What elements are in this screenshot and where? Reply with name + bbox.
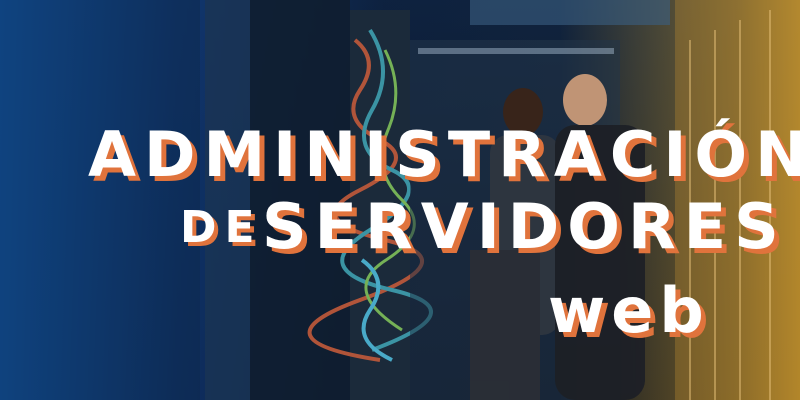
title-word-web: web: [548, 274, 710, 347]
ceiling-lights: [470, 0, 670, 25]
right-rack-lines: [689, 10, 771, 400]
left-server-rack: [0, 0, 200, 400]
technicians: [470, 74, 645, 400]
right-server-racks: [675, 0, 800, 400]
title-word-de: DE: [180, 202, 263, 253]
rack-door: [205, 0, 250, 400]
rack-frame: [250, 0, 350, 400]
title-line-administracion: ADMINISTRACIÓN: [88, 118, 800, 191]
title-word-servidores: SERVIDORES: [262, 190, 787, 263]
